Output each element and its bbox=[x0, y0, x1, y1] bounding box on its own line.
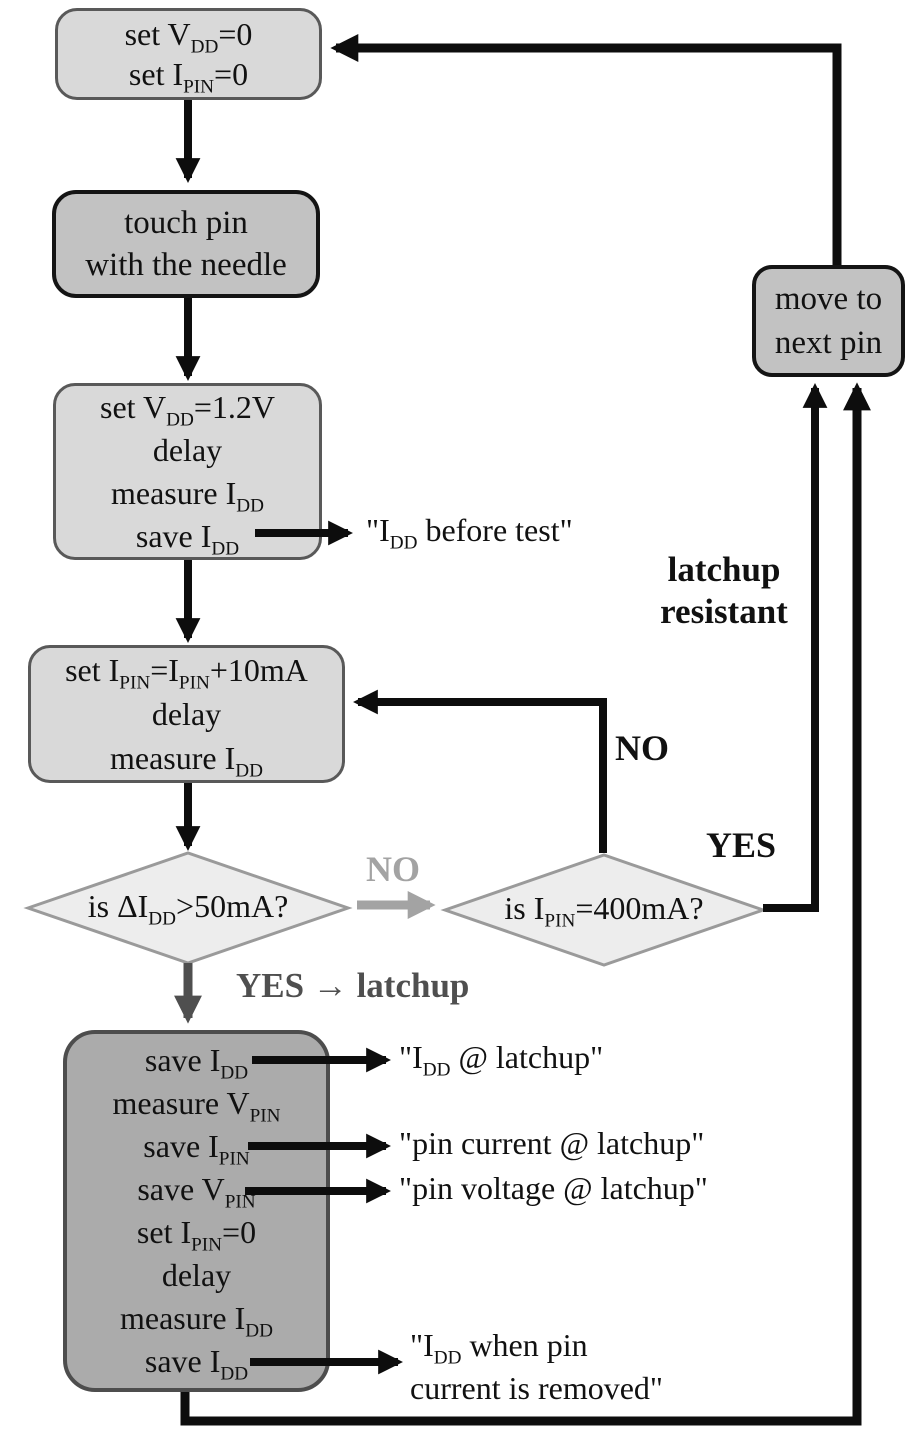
node-text-line: set IPIN=0 bbox=[128, 56, 249, 98]
node-text-line: set IPIN=0 bbox=[136, 1214, 257, 1256]
node-text-line: save VPIN bbox=[137, 1171, 256, 1213]
node-text-line: delay bbox=[161, 1257, 232, 1293]
output-label-idd-after-removed: "IDD when pin current is removed" bbox=[410, 1324, 663, 1410]
node-text-line: save IDD bbox=[144, 1343, 249, 1385]
node-text-line: set VDD=1.2V bbox=[100, 388, 275, 430]
edge-label-no-gray: NO bbox=[366, 849, 420, 889]
node-text-line: delay bbox=[152, 431, 223, 468]
node-text-line: measure IDD bbox=[120, 1300, 273, 1342]
node-text-line: touch pin bbox=[124, 205, 248, 241]
edge-label-latchup-resistant-line: resistant bbox=[660, 592, 788, 631]
edge-label-yes-latchup: YES → latchup bbox=[236, 966, 470, 1005]
node-text-line: with the needle bbox=[85, 247, 287, 283]
node-text-line: measure VPIN bbox=[112, 1085, 281, 1127]
output-label-idd-after-removed-line: "IDD when pin bbox=[410, 1327, 588, 1369]
output-label-idd-at-latchup: "IDD @ latchup" bbox=[399, 1039, 604, 1081]
edge-label-latchup-resistant: latchup resistant bbox=[638, 549, 810, 633]
node-text-line: move to bbox=[774, 281, 883, 317]
node-text-line: measure IDD bbox=[110, 740, 263, 782]
node-text-line: delay bbox=[151, 696, 222, 732]
output-label-pin-voltage-at-latchup: "pin voltage @ latchup" bbox=[399, 1170, 708, 1206]
node-text-line: set VDD=0 bbox=[124, 16, 253, 58]
output-label-idd-before-test: "IDD before test" bbox=[366, 512, 573, 554]
flow-node-init: set VDD=0 set IPIN=0 bbox=[55, 8, 322, 100]
flow-node-move-next-pin: move to next pin bbox=[752, 265, 905, 377]
flow-diamond-check-max-label: is IPIN=400mA? bbox=[504, 890, 704, 932]
node-text-line: save IPIN bbox=[143, 1128, 250, 1170]
node-text-line: save IDD bbox=[135, 517, 240, 559]
output-label-idd-after-removed-line: current is removed" bbox=[410, 1370, 663, 1406]
flow-node-latchup-record: save IDD measure VPIN save IPIN save VPI… bbox=[63, 1030, 330, 1392]
edge-label-yes: YES bbox=[705, 825, 777, 865]
node-text-line: save IDD bbox=[144, 1042, 249, 1084]
connector-no-loop-to-step bbox=[353, 689, 607, 853]
edge-label-no-black: NO bbox=[615, 728, 669, 768]
flow-node-touch-pin: touch pin with the needle bbox=[52, 190, 320, 298]
flow-node-step-current: set IPIN=IPIN+10mA delay measure IDD bbox=[28, 645, 345, 783]
output-label-pin-current-at-latchup: "pin current @ latchup" bbox=[399, 1125, 705, 1161]
edge-label-latchup-resistant-line: latchup bbox=[667, 550, 781, 589]
flow-node-power-up: set VDD=1.2V delay measure IDD save IDD bbox=[53, 383, 322, 560]
node-text-line: set IPIN=IPIN+10mA bbox=[65, 652, 308, 694]
flow-diamond-check-delta-label: is ΔIDD>50mA? bbox=[87, 888, 289, 930]
node-text-line: measure IDD bbox=[111, 474, 264, 516]
connector-move-next-to-init bbox=[330, 34, 842, 265]
node-text-line: next pin bbox=[774, 325, 883, 361]
